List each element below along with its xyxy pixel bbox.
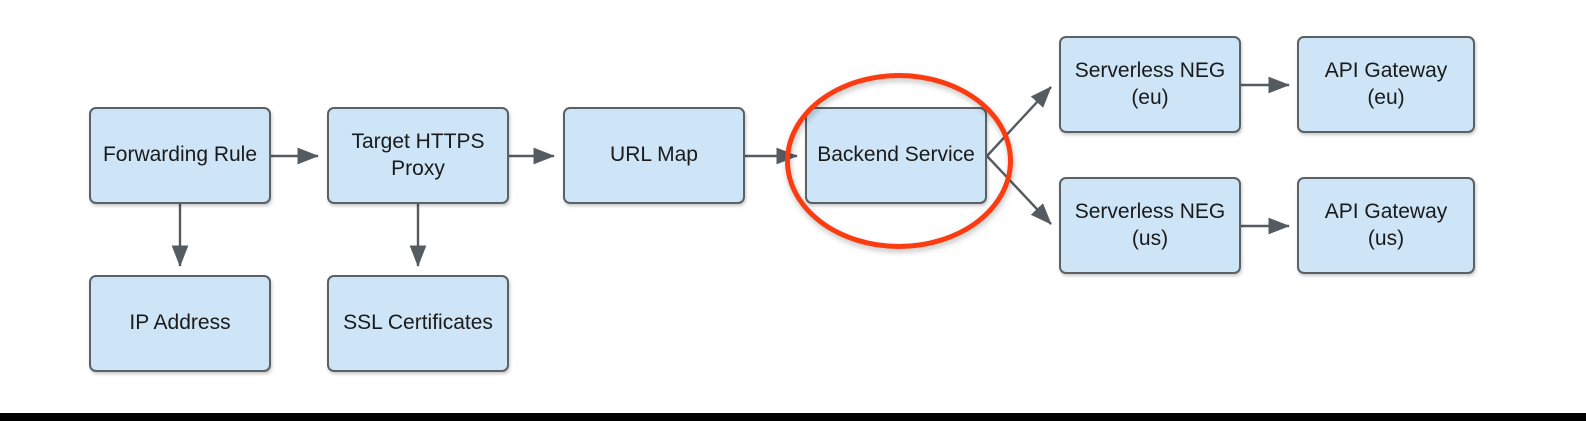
node-api-gateway-eu[interactable]: API Gateway (eu) bbox=[1297, 36, 1475, 133]
node-ssl-certificates-label: SSL Certificates bbox=[343, 311, 493, 335]
node-serverless-neg-eu-label: Serverless NEG (eu) bbox=[1074, 59, 1226, 109]
node-ssl-certificates[interactable]: SSL Certificates bbox=[327, 275, 509, 372]
edge-backend-to-neg-eu bbox=[986, 86, 1052, 157]
node-backend-service[interactable]: Backend Service bbox=[805, 107, 987, 204]
node-url-map-label: URL Map bbox=[610, 143, 698, 167]
node-api-gateway-us-label: API Gateway (us) bbox=[1324, 200, 1448, 250]
node-target-https-proxy[interactable]: Target HTTPS Proxy bbox=[327, 107, 509, 204]
node-ip-address[interactable]: IP Address bbox=[89, 275, 271, 372]
node-ip-address-label: IP Address bbox=[129, 311, 231, 335]
node-backend-service-label: Backend Service bbox=[817, 143, 975, 167]
node-serverless-neg-us-label: Serverless NEG (us) bbox=[1074, 200, 1226, 250]
bottom-black-bar bbox=[0, 413, 1586, 421]
node-forwarding-rule[interactable]: Forwarding Rule bbox=[89, 107, 271, 204]
node-serverless-neg-us[interactable]: Serverless NEG (us) bbox=[1059, 177, 1241, 274]
edge-backend-to-neg-us bbox=[986, 155, 1052, 225]
node-api-gateway-eu-label: API Gateway (eu) bbox=[1324, 59, 1448, 109]
node-target-https-proxy-label: Target HTTPS Proxy bbox=[351, 130, 485, 180]
node-serverless-neg-eu[interactable]: Serverless NEG (eu) bbox=[1059, 36, 1241, 133]
node-forwarding-rule-label: Forwarding Rule bbox=[102, 143, 258, 167]
node-api-gateway-us[interactable]: API Gateway (us) bbox=[1297, 177, 1475, 274]
node-url-map[interactable]: URL Map bbox=[563, 107, 745, 204]
